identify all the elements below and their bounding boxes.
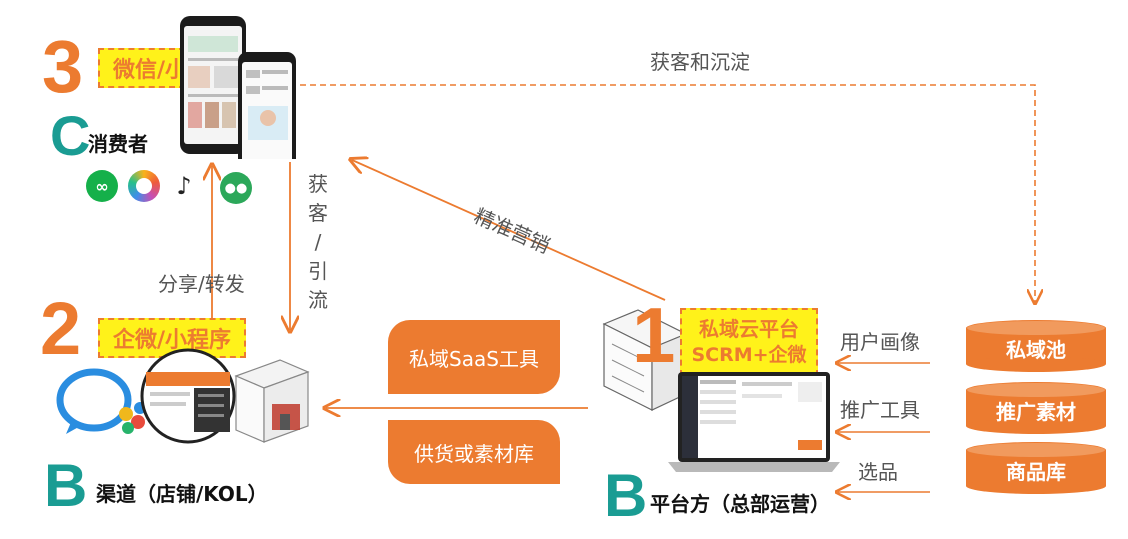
private-pool-cylinder: 私域池: [966, 320, 1106, 372]
platform-tag: 私域云平台 SCRM+企微: [680, 308, 818, 376]
platform-tag-line2: SCRM+企微: [691, 344, 807, 366]
tiktok-icon: ♪: [168, 170, 200, 202]
acquire-traffic-char: 流: [308, 288, 328, 312]
scrm-laptop-screenshot: [668, 372, 840, 472]
acquire-traffic-char: 获: [308, 172, 328, 196]
consumer-letter: C: [50, 104, 91, 167]
precision-marketing-arrow: [352, 160, 666, 301]
acquire-traffic-label: 获 客 / 引 流: [305, 170, 331, 315]
channel-letter: B: [44, 452, 88, 519]
supply-library-box: 供货或素材库: [388, 420, 560, 484]
acquire-retain-label: 获客和沉淀: [650, 50, 750, 74]
acquire-traffic-char: 引: [308, 259, 328, 283]
platform-letter: B: [604, 462, 648, 529]
share-forward-label: 分享/转发: [158, 272, 245, 296]
platform-role-label: 平台方（总部运营）: [650, 492, 830, 516]
platform-tag-line1: 私域云平台: [699, 317, 799, 341]
select-products-label: 选品: [858, 460, 898, 484]
store-building-icon: [234, 359, 310, 443]
product-library-label: 商品库: [1006, 460, 1066, 484]
saas-tool-box: 私域SaaS工具: [388, 320, 560, 394]
promo-material-cylinder: 推广素材: [966, 382, 1106, 434]
private-pool-label: 私域池: [1006, 338, 1066, 362]
camera-app-icon: [128, 170, 160, 202]
wechat-icon: ●●: [220, 172, 252, 204]
mini-program-icon: ∞: [86, 170, 118, 202]
channel-number: 2: [40, 287, 82, 370]
consumer-number: 3: [42, 25, 84, 108]
user-profile-label: 用户画像: [840, 330, 920, 354]
product-library-cylinder: 商品库: [966, 442, 1106, 494]
acquire-retain-dashed-line: [290, 84, 1035, 302]
platform-number: 1: [632, 291, 676, 379]
consumer-phones-image: [180, 16, 296, 159]
channel-role-label: 渠道（店铺/KOL）: [96, 482, 268, 506]
acquire-traffic-char: /: [314, 230, 322, 254]
wecom-screenshot-magnifier: [140, 348, 236, 444]
promo-tools-label: 推广工具: [840, 398, 920, 422]
promo-material-label: 推广素材: [996, 400, 1076, 424]
consumer-role-label: 消费者: [88, 132, 148, 156]
platform-building-icon: [602, 309, 688, 411]
wecom-logo-icon: [56, 368, 146, 434]
acquire-traffic-char: 客: [308, 201, 328, 225]
